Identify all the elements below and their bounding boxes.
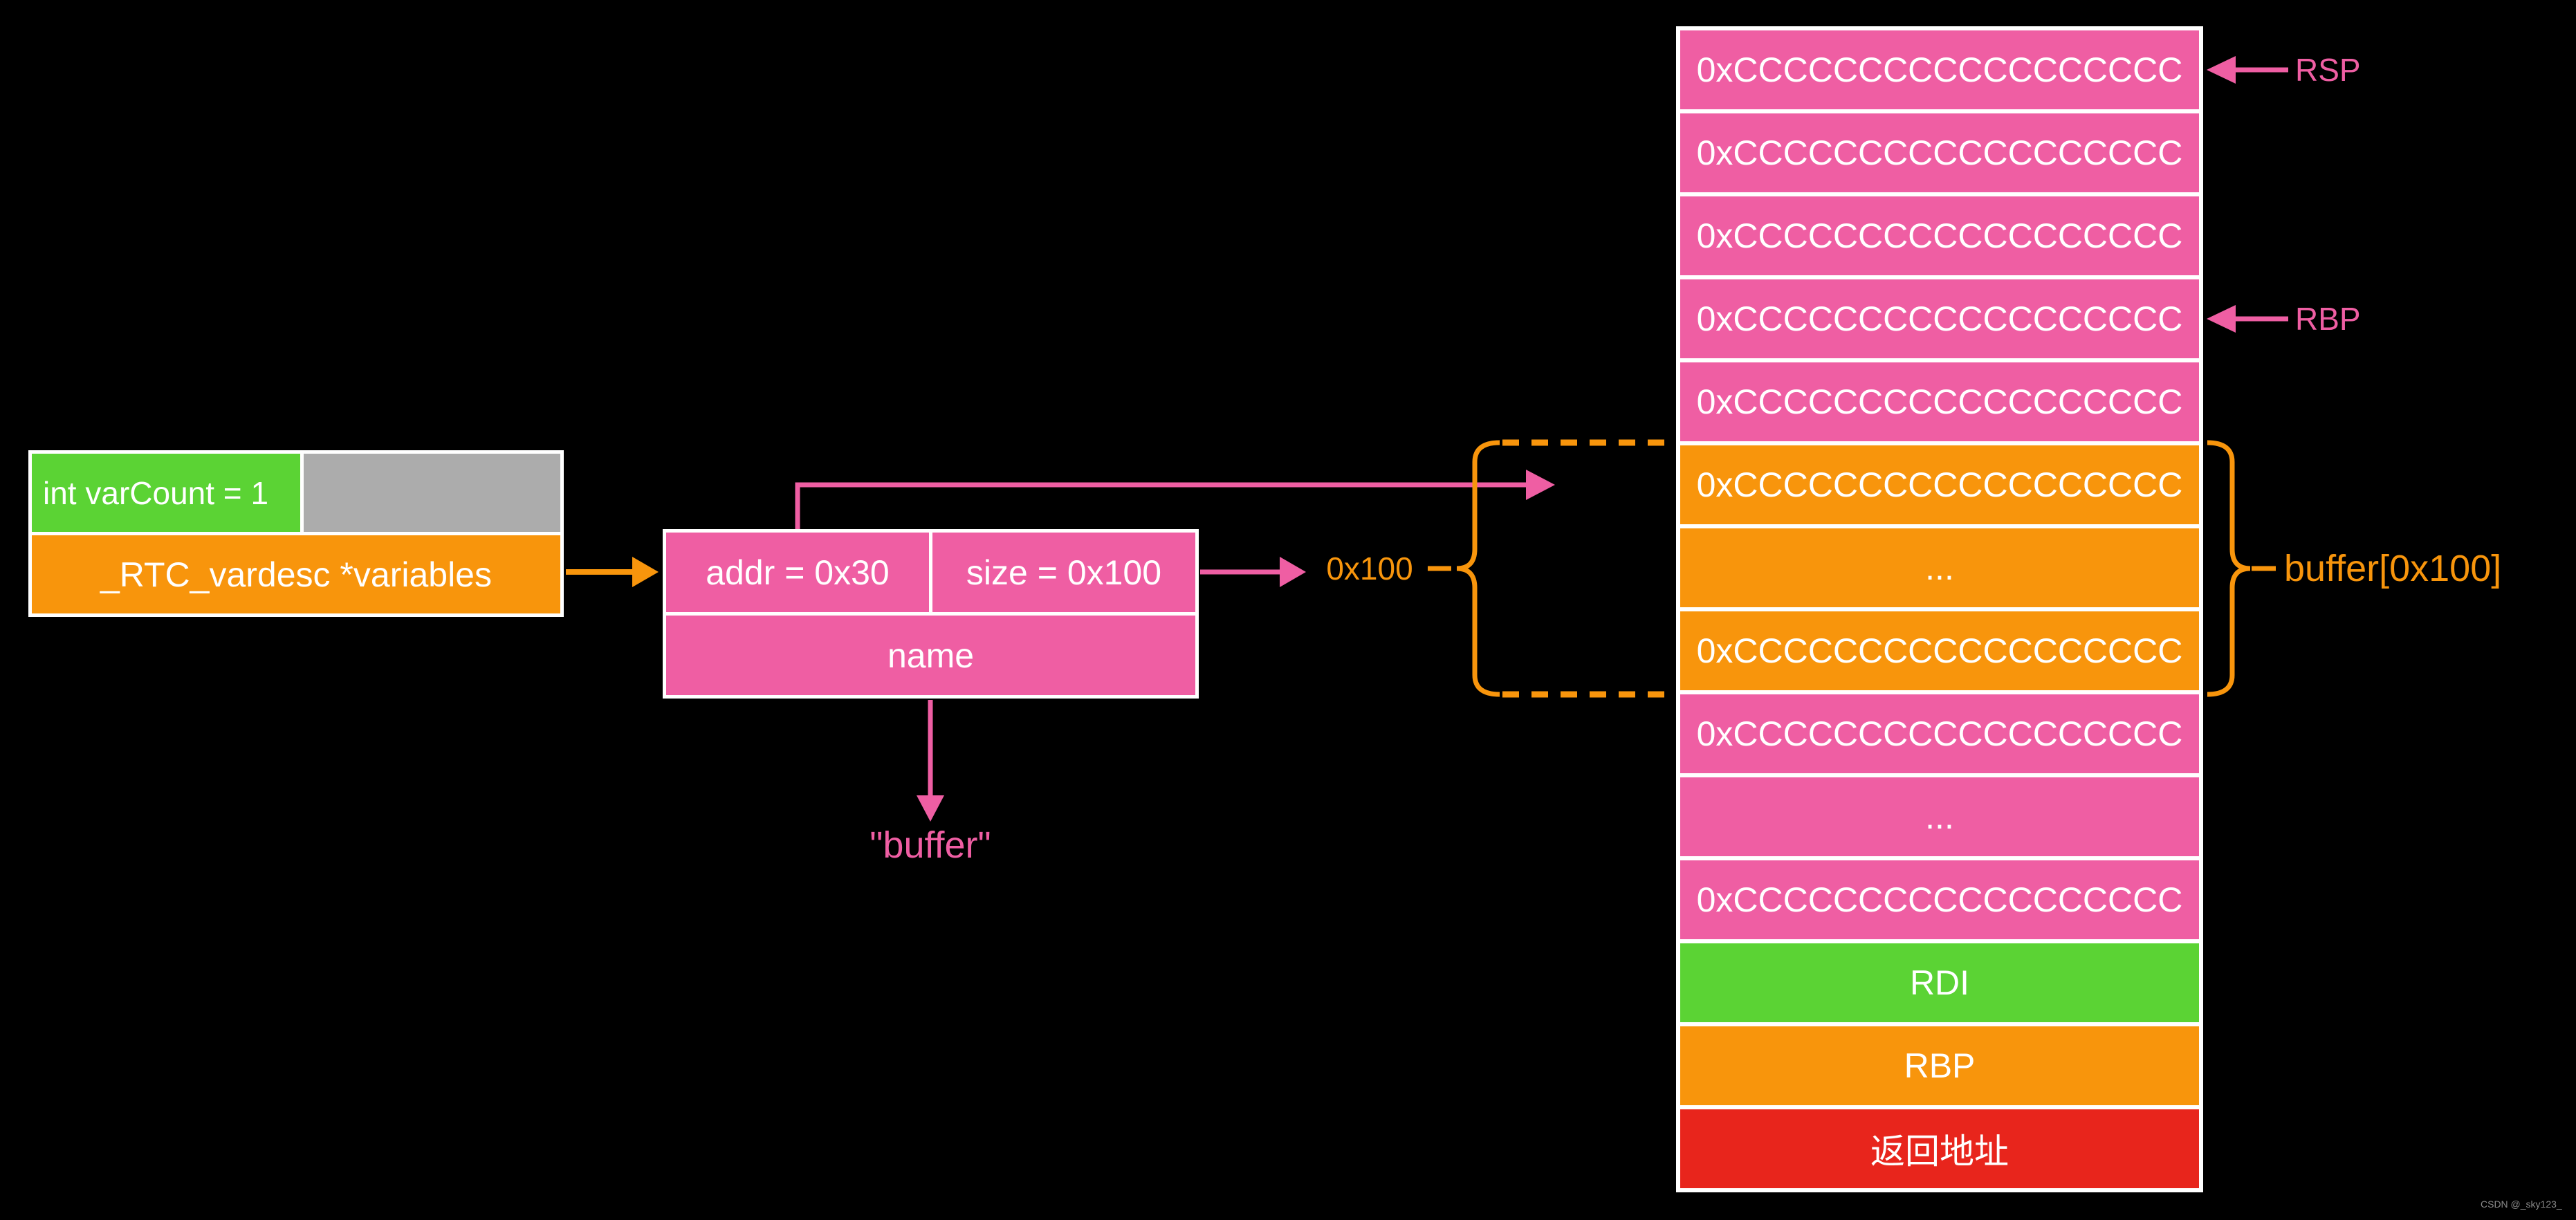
- rsp-label: RSP: [2295, 52, 2361, 88]
- buffer-region-label: buffer[0x100]: [2284, 548, 2502, 589]
- varcount-box-top-row: int varCount = 1: [32, 454, 560, 532]
- variables-pointer-cell: _RTC_vardesc *variables: [32, 535, 560, 613]
- variables-pointer-arrow: [566, 557, 659, 587]
- buffer-string-label: "buffer": [870, 824, 991, 866]
- size-pointer-arrow: [1200, 557, 1306, 587]
- stack-row: 0xCCCCCCCCCCCCCCCCCC: [1680, 362, 2199, 441]
- stack-row: 0xCCCCCCCCCCCCCCCCCC: [1680, 113, 2199, 192]
- stack-row: 0xCCCCCCCCCCCCCCCCCC: [1680, 860, 2199, 939]
- name-cell: name: [666, 616, 1195, 695]
- addr-pointer-arrow: [795, 470, 1555, 530]
- stack-row: ...: [1680, 528, 2199, 607]
- stack-row: 0xCCCCCCCCCCCCCCCCCC: [1680, 196, 2199, 275]
- size-cell: size = 0x100: [932, 533, 1195, 612]
- vardesc-struct-top-row: addr = 0x30 size = 0x100: [666, 533, 1195, 612]
- watermark: CSDN @_sky123_: [2481, 1199, 2562, 1210]
- int-varcount-cell: int varCount = 1: [32, 454, 300, 532]
- stack-row: RBP: [1680, 1026, 2199, 1105]
- buffer-region-brace: [2207, 440, 2276, 697]
- stack-row: 0xCCCCCCCCCCCCCCCCCC: [1680, 30, 2199, 109]
- padding-cell: [303, 454, 560, 532]
- stack-row: RDI: [1680, 943, 2199, 1022]
- addr-cell: addr = 0x30: [666, 533, 929, 612]
- name-pointer-arrow: [917, 700, 944, 822]
- stack-row: 0xCCCCCCCCCCCCCCCCCC: [1680, 445, 2199, 524]
- stack-row: 0xCCCCCCCCCCCCCCCCCC: [1680, 694, 2199, 773]
- rbp-arrow: [2207, 305, 2288, 333]
- vardesc-struct-box: addr = 0x30 size = 0x100 name: [663, 529, 1199, 699]
- stack-row: 0xCCCCCCCCCCCCCCCCCC: [1680, 279, 2199, 358]
- stack-row: ...: [1680, 777, 2199, 856]
- stack-row: 0xCCCCCCCCCCCCCCCCCC: [1680, 611, 2199, 690]
- varcount-box: int varCount = 1 _RTC_vardesc *variables: [28, 450, 564, 617]
- buffer-size-brace: [1428, 439, 1676, 698]
- buffer-size-label: 0x100: [1326, 551, 1413, 586]
- stack-row: 返回地址: [1680, 1109, 2199, 1188]
- rbp-label: RBP: [2295, 301, 2361, 337]
- rsp-arrow: [2207, 56, 2288, 84]
